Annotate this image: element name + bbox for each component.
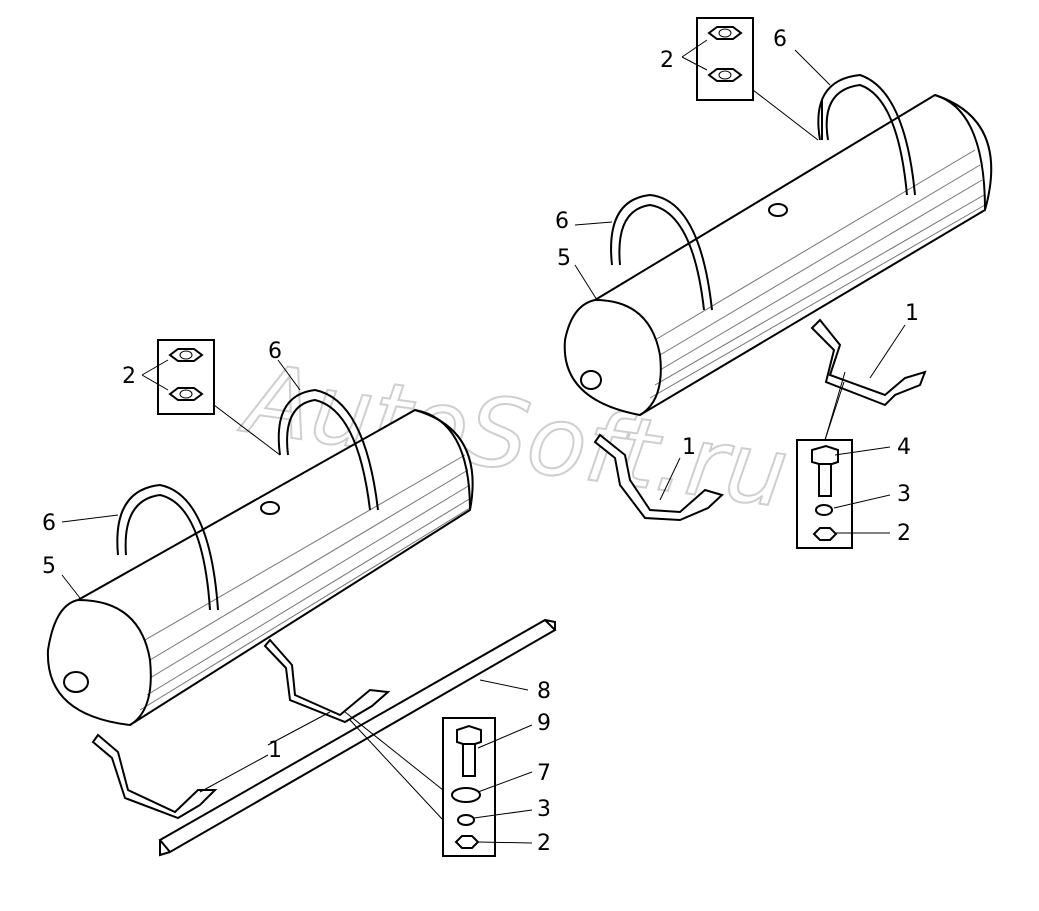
left-air-tank bbox=[46, 408, 474, 727]
callout-right-bolt: 4 bbox=[897, 435, 911, 460]
callout-right-bracket-right: 1 bbox=[905, 301, 919, 326]
left-bracket-rear bbox=[263, 638, 391, 724]
callout-left-strap-top: 6 bbox=[268, 339, 282, 364]
right-strap-front bbox=[610, 193, 713, 311]
callout-right-strap-top: 6 bbox=[773, 27, 787, 52]
callout-right-washer: 3 bbox=[897, 482, 911, 507]
left-bracket-front bbox=[91, 733, 218, 820]
left-fastener-box bbox=[344, 711, 496, 857]
left-strap-front bbox=[116, 483, 219, 611]
callout-left-tank: 5 bbox=[42, 554, 56, 579]
right-bracket-front bbox=[593, 433, 724, 522]
fitting-boss-icon bbox=[260, 501, 280, 515]
drain-plug-icon bbox=[63, 671, 89, 693]
callout-left-nut: 2 bbox=[537, 831, 551, 856]
callout-left-rail: 8 bbox=[537, 679, 551, 704]
callout-right-bracket-center: 1 bbox=[682, 435, 696, 460]
callout-left-washer-spring: 3 bbox=[537, 797, 551, 822]
callout-left-bolt: 9 bbox=[537, 711, 551, 736]
left-nut-pair-box bbox=[141, 339, 281, 456]
callout-left-washer-flat: 7 bbox=[537, 761, 551, 786]
right-bracket-rear bbox=[810, 318, 927, 407]
right-air-tank bbox=[563, 93, 993, 417]
leader-lines bbox=[61, 49, 906, 844]
callout-left-strap-left: 6 bbox=[42, 511, 56, 536]
callout-left-nuts-top: 2 bbox=[122, 364, 136, 389]
right-fastener-box bbox=[796, 371, 853, 549]
fitting-boss-icon bbox=[768, 203, 788, 217]
callout-right-nuts-top: 2 bbox=[660, 48, 674, 73]
right-strap-rear bbox=[817, 73, 916, 196]
drain-plug-icon bbox=[580, 370, 602, 390]
callout-left-bracket: 1 bbox=[268, 738, 282, 763]
left-strap-rear bbox=[277, 388, 379, 511]
callout-right-strap-left: 6 bbox=[555, 209, 569, 234]
left-frame-rail bbox=[158, 618, 557, 857]
right-nut-pair-box bbox=[681, 17, 819, 141]
callout-right-tank: 5 bbox=[557, 246, 571, 271]
callout-right-nut: 2 bbox=[897, 521, 911, 546]
